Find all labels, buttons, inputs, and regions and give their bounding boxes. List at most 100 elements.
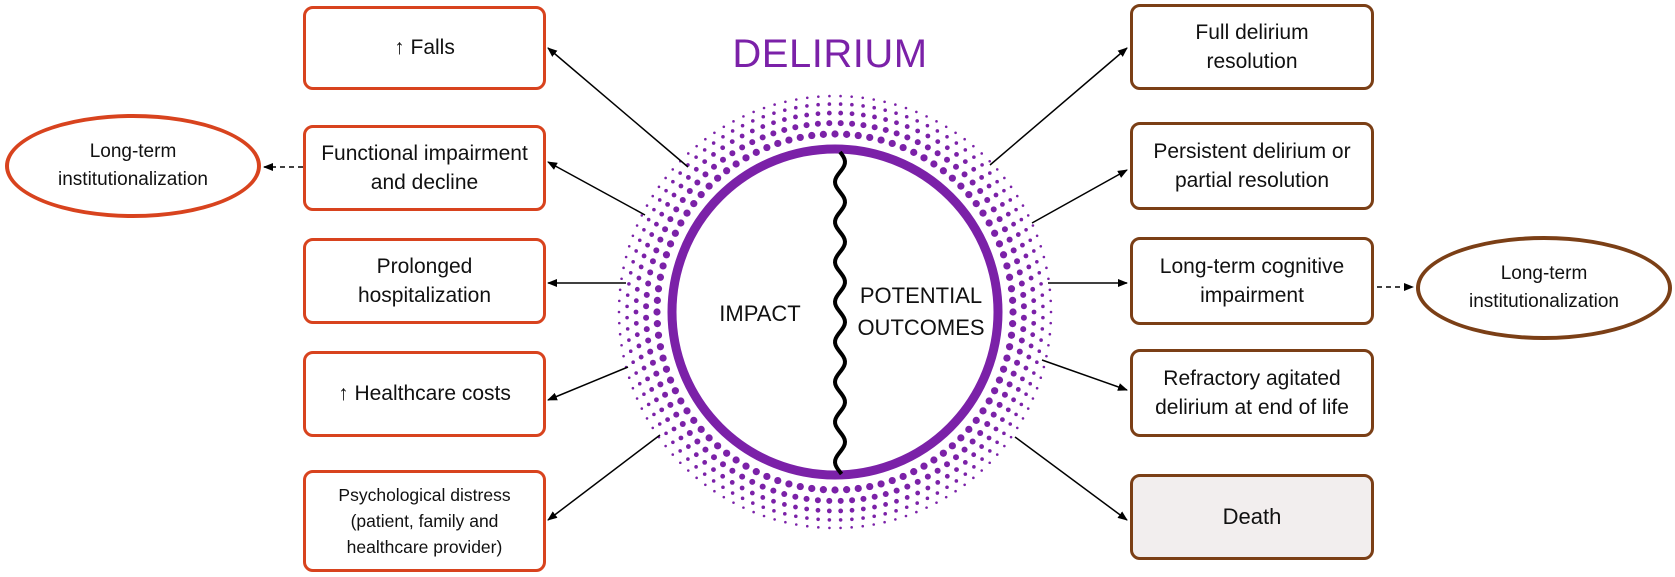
halo-dot (963, 137, 966, 141)
halo-dot (805, 96, 809, 100)
halo-dot (817, 526, 820, 529)
halo-dot (1031, 298, 1037, 304)
halo-dot (679, 421, 686, 428)
halo-dot (1042, 255, 1046, 259)
halo-dot (721, 485, 725, 490)
halo-dot (711, 467, 716, 472)
halo-dot (761, 505, 766, 510)
halo-dot (1032, 249, 1036, 253)
halo-dot (995, 440, 999, 445)
halo-dot (686, 469, 690, 472)
outcome-persistent-line2: partial resolution (1174, 169, 1330, 192)
halo-dot (990, 411, 997, 418)
halo-dot (965, 191, 973, 199)
halo-dot (899, 472, 907, 481)
halo-dot (671, 192, 677, 198)
halo-dot (782, 117, 787, 122)
halo-dot (720, 473, 726, 479)
halo-dot (752, 148, 760, 156)
halo-dot (915, 510, 918, 514)
halo-dot (695, 144, 698, 148)
outcome-full-line1: Full delirium (1195, 20, 1309, 44)
halo-dot (693, 452, 699, 458)
halo-dot (659, 211, 665, 217)
halo-dot (722, 125, 726, 129)
halo-dot (704, 137, 707, 141)
halo-dot (866, 482, 874, 491)
halo-dot (904, 106, 908, 110)
halo-dot (638, 354, 644, 360)
halo-dot (944, 461, 951, 468)
halo-dot (1040, 327, 1045, 331)
halo-dot (904, 134, 911, 141)
halo-dot (838, 102, 843, 106)
halo-dot (816, 517, 820, 522)
halo-dot (620, 343, 623, 347)
outcome-death-text: Death (1222, 503, 1282, 529)
halo-dot (772, 509, 776, 513)
halo-dot (1008, 422, 1013, 426)
halo-dot (827, 518, 832, 522)
halo-dot (633, 298, 639, 304)
halo-dot (785, 480, 793, 488)
halo-dot (969, 179, 976, 186)
halo-dot (653, 370, 660, 377)
halo-dot (1032, 371, 1036, 375)
halo-dot (1026, 354, 1032, 360)
halo-dot (996, 401, 1003, 408)
halo-dot (640, 407, 644, 410)
halo-dot (617, 310, 621, 314)
halo-dot (963, 148, 968, 152)
halo-dot (988, 449, 992, 453)
halo-dot (1030, 332, 1036, 338)
halo-dot (645, 280, 652, 287)
halo-dot (659, 354, 667, 362)
halo-dot (883, 502, 888, 507)
halo-dot (893, 487, 900, 494)
halo-dot (678, 171, 682, 175)
halo-dot (804, 112, 810, 118)
halo-dot (915, 128, 921, 134)
halo-dot (622, 266, 625, 270)
halo-dot (986, 435, 992, 441)
halo-dot (850, 95, 853, 98)
halo-dot (653, 308, 661, 316)
halo-dot (671, 440, 675, 445)
halo-dot (763, 143, 771, 152)
potential-outcomes-line2: OUTCOMES (857, 314, 985, 340)
halo-dot (972, 465, 976, 469)
halo-dot (729, 139, 735, 144)
halo-dot (808, 131, 816, 140)
halo-dot (1009, 320, 1017, 328)
halo-dot (627, 376, 631, 379)
halo-dot (654, 331, 663, 339)
halo-dot (971, 452, 977, 458)
halo-dot (954, 467, 959, 472)
halo-dot (993, 192, 999, 198)
halo-dot (642, 392, 646, 396)
halo-dot (972, 144, 975, 148)
halo-dot (1028, 381, 1033, 386)
halo-dot (945, 134, 949, 139)
halo-dot (971, 166, 977, 172)
halo-dot (1026, 407, 1030, 410)
halo-dot (1024, 392, 1028, 396)
halo-dot (640, 214, 644, 217)
halo-dot (671, 387, 679, 395)
halo-dot (617, 299, 621, 303)
arrow-to-functional (547, 161, 646, 216)
halo-dot (925, 496, 930, 501)
halo-dot (686, 430, 693, 436)
halo-dot (714, 174, 722, 182)
halo-dot (990, 206, 997, 213)
halo-dot (920, 154, 928, 162)
halo-dot (849, 507, 855, 513)
halo-dot (1009, 185, 1013, 189)
halo-dot (934, 150, 941, 157)
halo-dot (808, 484, 816, 493)
outcome-cognitive-line1: Long-term cognitive (1159, 254, 1345, 278)
